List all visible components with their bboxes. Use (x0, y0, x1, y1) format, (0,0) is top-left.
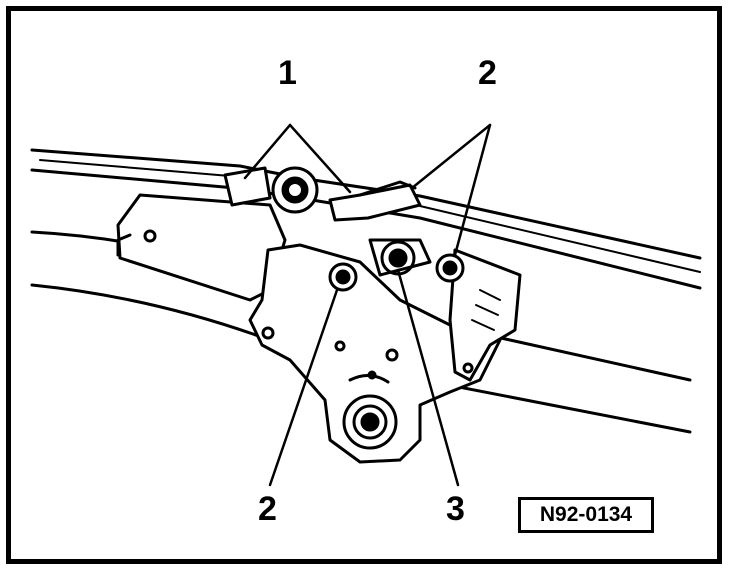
callout-1: 1 (278, 54, 297, 92)
right-mounting-plate (448, 248, 522, 382)
callout-3: 3 (446, 490, 465, 528)
reference-code-text: N92-0134 (539, 503, 633, 526)
mounting-bracket (248, 243, 502, 464)
motor-shaft (342, 394, 398, 450)
motor-housing (116, 193, 287, 302)
callout-2-bottom: 2 (258, 490, 277, 528)
linkage-clip-left (223, 166, 319, 214)
bolt-right (435, 253, 465, 283)
crank-pivot-nut (368, 238, 432, 277)
bolt-left (328, 262, 358, 292)
callout-2-top: 2 (478, 54, 497, 92)
reference-code-label: N92-0134 (518, 497, 654, 533)
linkage-clip-right (328, 180, 422, 222)
leader-lines (243, 123, 492, 487)
